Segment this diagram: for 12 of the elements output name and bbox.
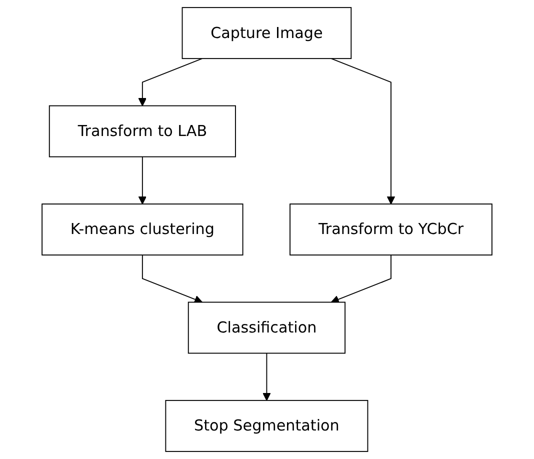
node-box: Classification — [188, 302, 346, 354]
node-box: K-means clustering — [42, 204, 244, 256]
arrow — [330, 254, 392, 304]
node-box: Transform to YCbCr — [290, 204, 492, 256]
arrow — [330, 58, 396, 204]
arrow — [142, 254, 203, 304]
arrow — [138, 156, 147, 204]
node-box: Transform to LAB — [48, 105, 236, 158]
node-box: Stop Segmentation — [165, 400, 368, 452]
arrow — [138, 58, 203, 106]
arrow — [262, 352, 271, 401]
node-box: Capture Image — [182, 7, 352, 60]
